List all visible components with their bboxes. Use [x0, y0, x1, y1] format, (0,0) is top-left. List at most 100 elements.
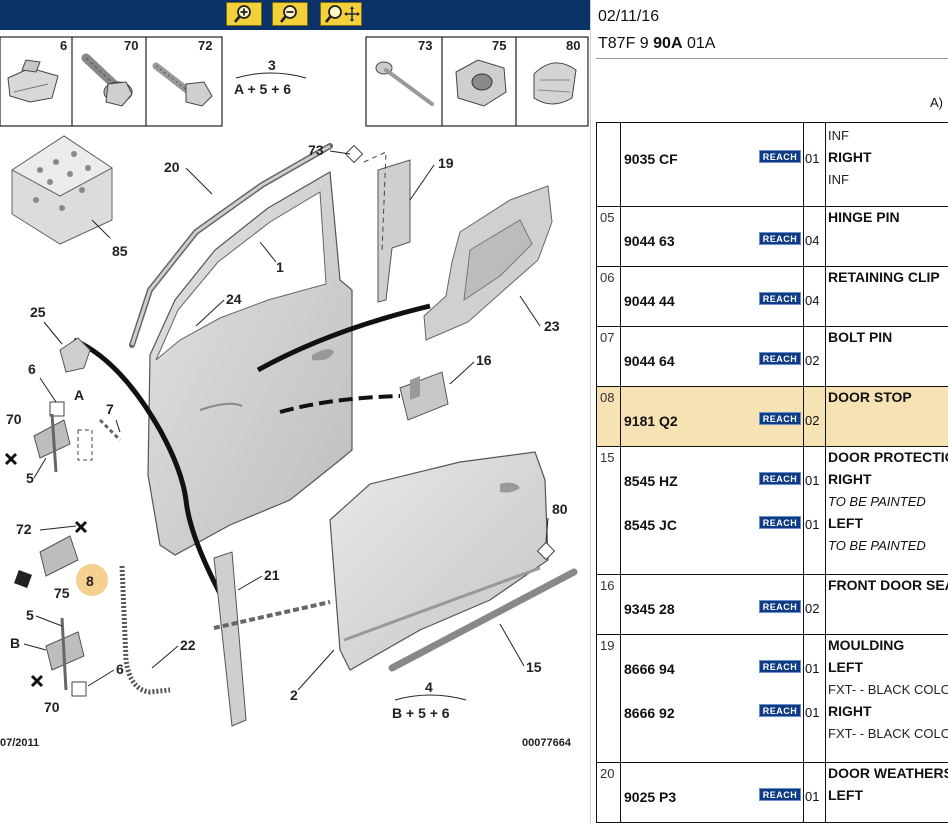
- part-number[interactable]: 9035 CF: [624, 151, 678, 167]
- panel-divider[interactable]: [590, 0, 596, 824]
- quantity-line: 01: [804, 785, 825, 807]
- quantity-line: [804, 575, 825, 597]
- reach-badge[interactable]: REACH: [759, 292, 801, 305]
- description-text: [826, 409, 948, 431]
- part-number[interactable]: 9181 Q2: [624, 413, 678, 429]
- part-number[interactable]: 9044 63: [624, 233, 675, 249]
- ref-number: 08: [600, 390, 615, 405]
- label-6-top: 6: [28, 361, 36, 377]
- description-text: [826, 229, 948, 251]
- label-2: 2: [290, 687, 298, 703]
- kit-4-number: 4: [425, 679, 433, 695]
- leader-lines: [23, 150, 549, 691]
- part-number-line: [621, 535, 803, 557]
- quantity: 01: [805, 473, 820, 488]
- reach-badge[interactable]: REACH: [759, 516, 801, 529]
- reach-badge[interactable]: REACH: [759, 660, 801, 673]
- quantity: 01: [805, 151, 820, 166]
- hinge-a-assembly: [33, 401, 122, 473]
- thumbnails-left: 6 70 72: [0, 36, 223, 127]
- reach-badge[interactable]: REACH: [759, 788, 801, 801]
- part-number-line: [621, 387, 803, 409]
- quantity-line: [804, 535, 825, 557]
- part-number[interactable]: 8666 94: [624, 661, 675, 677]
- ref-number: 19: [600, 638, 615, 653]
- part-number[interactable]: 9044 44: [624, 293, 675, 309]
- quantity-line: 01: [804, 701, 825, 723]
- inner-protection-panel: [423, 185, 553, 341]
- description-text: LEFT: [828, 787, 863, 803]
- description-text: [826, 289, 948, 311]
- description-text: FRONT DOOR SEAL: [828, 577, 948, 593]
- part-85-box: [11, 135, 113, 245]
- reach-badge[interactable]: REACH: [759, 232, 801, 245]
- cross-markers: [4, 452, 88, 688]
- zoom-pan-button[interactable]: [320, 2, 362, 26]
- moulding-strip: [344, 144, 411, 303]
- zoom-in-button[interactable]: [226, 2, 262, 26]
- reach-badge[interactable]: REACH: [759, 412, 801, 425]
- part-number-line: [621, 267, 803, 289]
- part-number-line: 8666 92 REACH: [621, 701, 803, 723]
- part-number[interactable]: 9044 64: [624, 353, 675, 369]
- quantity: 04: [805, 233, 820, 248]
- door-stop-assembly: [14, 535, 108, 596]
- quantity-line: [804, 763, 825, 785]
- part-number-line: 9044 63 REACH: [621, 229, 803, 251]
- quantity-cell: 01 01: [803, 634, 826, 763]
- ref-cell: 20: [596, 762, 621, 823]
- quantity-cell: 02: [803, 574, 826, 635]
- quantity: 01: [805, 789, 820, 804]
- highlight-marker: [76, 564, 108, 596]
- reach-badge[interactable]: REACH: [759, 600, 801, 613]
- description-cell: RETAINING CLIP: [825, 266, 948, 327]
- label-85: 85: [112, 243, 128, 259]
- part-number[interactable]: 8545 JC: [624, 517, 677, 533]
- ref-cell: 07: [596, 326, 621, 387]
- thumb-label-6: 6: [60, 38, 67, 53]
- thumb-label-73: 73: [418, 38, 432, 53]
- part-number-line: [621, 207, 803, 229]
- label-24: 24: [226, 291, 242, 307]
- quantity-line: 01: [804, 657, 825, 679]
- description-text: RIGHT: [828, 703, 872, 719]
- lower-seal-22: [119, 565, 171, 695]
- hinge-b-assembly: [45, 617, 87, 697]
- kit-3-number: 3: [268, 57, 276, 73]
- retaining-clip-thumbnail: [7, 59, 59, 103]
- part-number[interactable]: 9345 28: [624, 601, 675, 617]
- label-7: 7: [106, 401, 114, 417]
- label-70-top: 70: [6, 411, 22, 427]
- part-number[interactable]: 8666 92: [624, 705, 675, 721]
- ref-number: 05: [600, 210, 615, 225]
- part-number-line: [621, 575, 803, 597]
- label-21: 21: [264, 567, 280, 583]
- part-number[interactable]: 9025 P3: [624, 789, 677, 805]
- description-text: INF: [828, 172, 849, 187]
- reach-badge[interactable]: REACH: [759, 704, 801, 717]
- zoom-out-button[interactable]: [272, 2, 308, 26]
- zoom-pan-icon: [324, 5, 360, 23]
- quantity-line: [804, 491, 825, 513]
- ref-cell: 15: [596, 446, 621, 575]
- reach-badge[interactable]: REACH: [759, 352, 801, 365]
- quantity: 01: [805, 705, 820, 720]
- reach-badge[interactable]: REACH: [759, 150, 801, 163]
- quantity: 02: [805, 601, 820, 616]
- part-number[interactable]: 8545 HZ: [624, 473, 678, 489]
- label-5-bottom: 5: [26, 607, 34, 623]
- label-70-bottom: 70: [44, 699, 60, 715]
- reach-badge[interactable]: REACH: [759, 472, 801, 485]
- part-number-cell: 9044 63 REACH: [620, 206, 804, 267]
